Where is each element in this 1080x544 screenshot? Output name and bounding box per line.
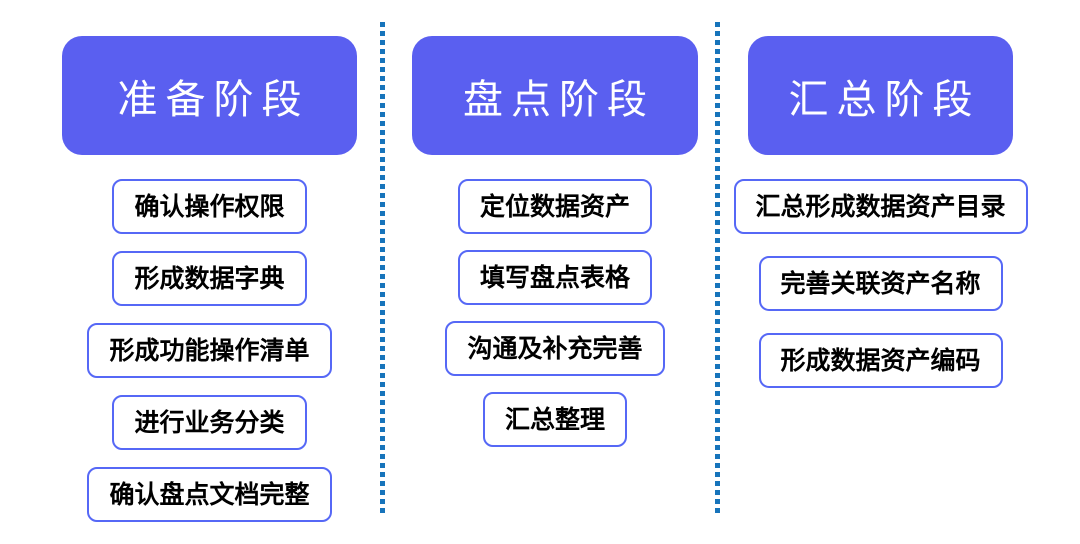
step-item: 完善关联资产名称 bbox=[758, 256, 1003, 311]
step-item: 沟通及补充完善 bbox=[445, 321, 665, 376]
step-item: 形成数据资产编码 bbox=[758, 333, 1003, 388]
phase-column-summary: 汇总阶段 汇总形成数据资产目录 完善关联资产名称 形成数据资产编码 bbox=[733, 36, 1028, 388]
step-item: 形成功能操作清单 bbox=[87, 323, 332, 378]
step-list: 确认操作权限 形成数据字典 形成功能操作清单 进行业务分类 确认盘点文档完整 bbox=[87, 179, 332, 522]
phase-header: 盘点阶段 bbox=[412, 36, 698, 155]
phase-column-preparation: 准备阶段 确认操作权限 形成数据字典 形成功能操作清单 进行业务分类 确认盘点文… bbox=[62, 36, 357, 522]
step-item: 汇总整理 bbox=[482, 392, 627, 447]
step-item: 确认盘点文档完整 bbox=[87, 467, 332, 522]
dotted-divider bbox=[380, 22, 385, 516]
phase-column-inventory: 盘点阶段 定位数据资产 填写盘点表格 沟通及补充完善 汇总整理 bbox=[412, 36, 698, 447]
phase-header: 准备阶段 bbox=[62, 36, 357, 155]
dotted-divider bbox=[715, 22, 720, 516]
phase-header: 汇总阶段 bbox=[748, 36, 1013, 155]
step-item: 定位数据资产 bbox=[457, 179, 652, 234]
step-item: 汇总形成数据资产目录 bbox=[733, 179, 1028, 234]
step-item: 形成数据字典 bbox=[112, 251, 307, 306]
step-item: 进行业务分类 bbox=[112, 395, 307, 450]
step-list: 汇总形成数据资产目录 完善关联资产名称 形成数据资产编码 bbox=[733, 179, 1028, 388]
step-item: 确认操作权限 bbox=[112, 179, 307, 234]
step-list: 定位数据资产 填写盘点表格 沟通及补充完善 汇总整理 bbox=[445, 179, 665, 447]
step-item: 填写盘点表格 bbox=[457, 250, 652, 305]
